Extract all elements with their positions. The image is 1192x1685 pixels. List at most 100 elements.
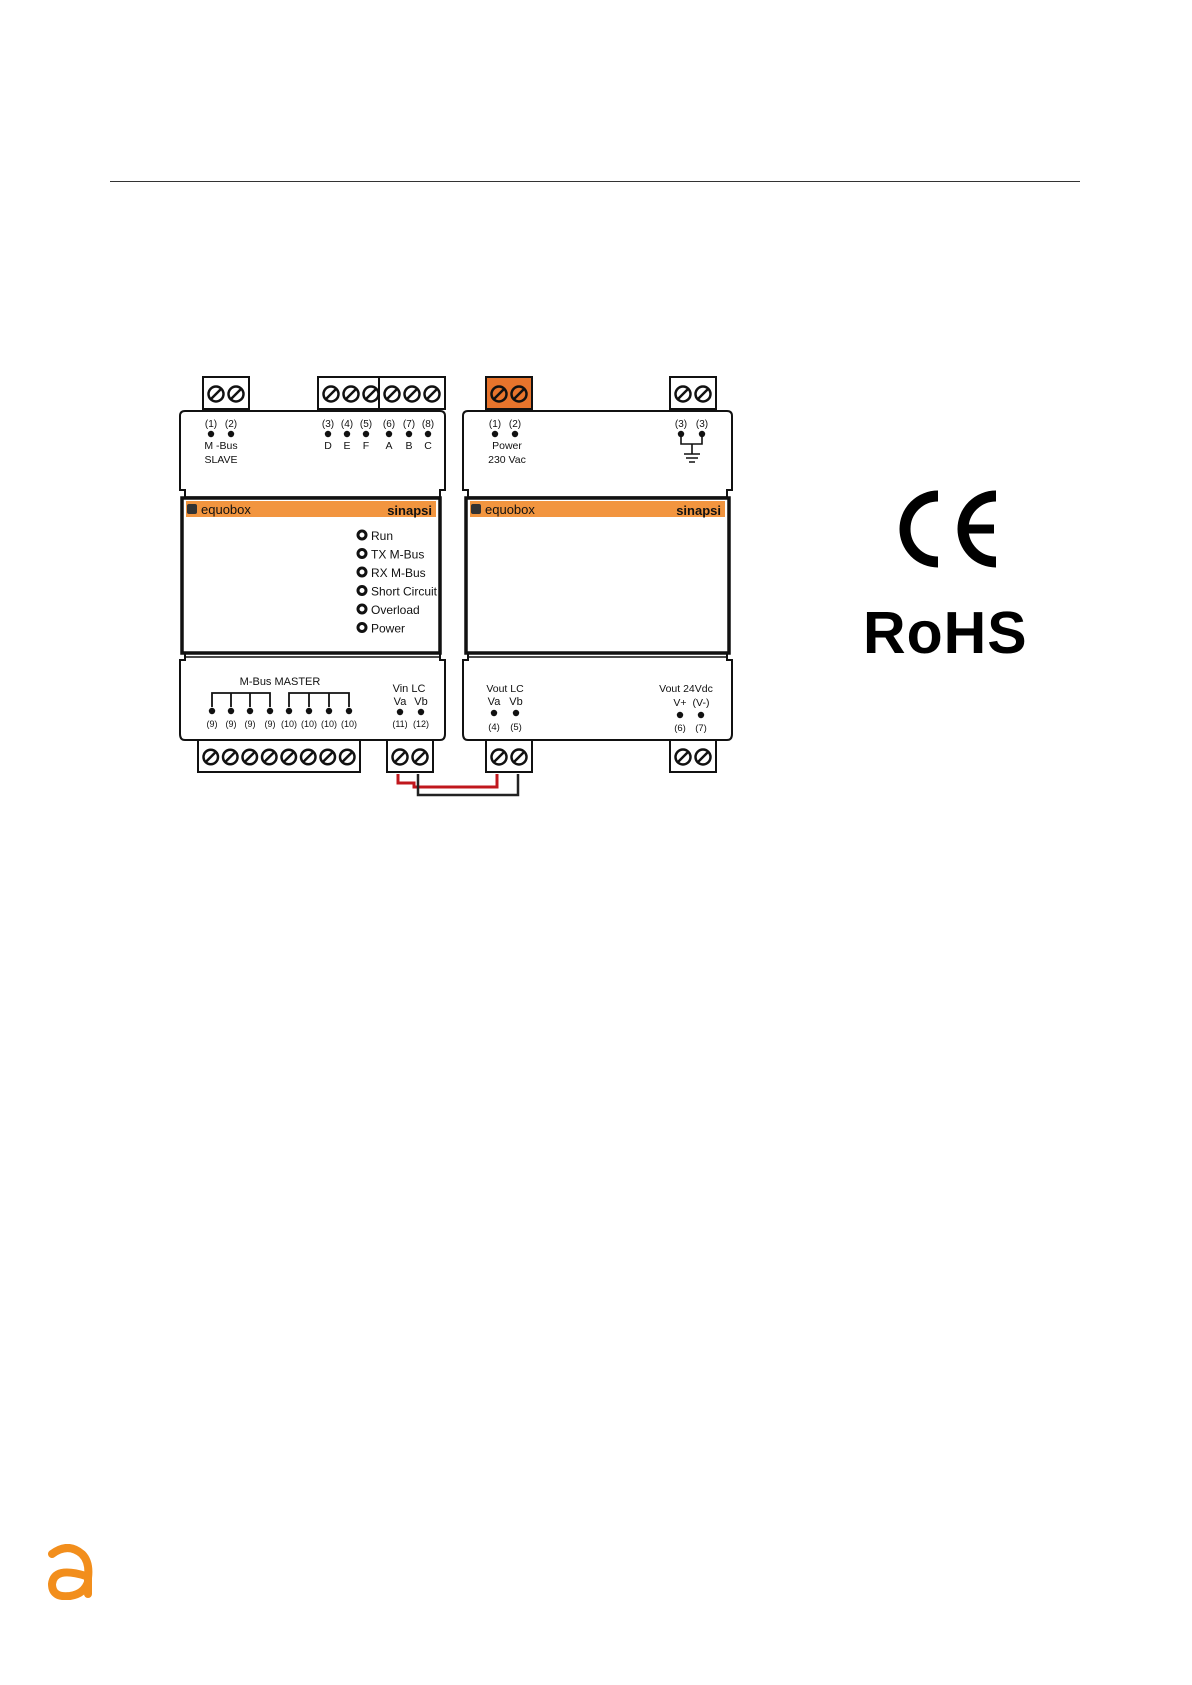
power-label: Power: [492, 440, 522, 452]
terminal-dot: [406, 431, 412, 437]
led-label: Run: [371, 529, 393, 543]
terminal-dot: [247, 708, 253, 714]
terminal-dot: [208, 431, 214, 437]
terminal-number: (10): [341, 719, 357, 729]
slave-label: M -Bus: [204, 440, 237, 452]
right-power-terminal-block-block: [486, 377, 532, 409]
left-vin-terminal-block: [387, 740, 433, 772]
right-ground-terminal-block: [670, 377, 716, 409]
led-label: Power: [371, 622, 405, 636]
footer-logo-icon: [44, 1544, 94, 1600]
right-ground-terminal-block-block: [670, 377, 716, 409]
terminal-dot: [386, 431, 392, 437]
ce-mark-symbol: CE: [898, 488, 1002, 570]
terminal-number: (9): [265, 719, 276, 729]
terminal-dot: [325, 431, 331, 437]
left-abc-terminal-block: [379, 377, 445, 409]
right-vout-lc-terminal-block: [486, 740, 532, 772]
terminal-number: (6): [383, 419, 395, 430]
left-front-panel-brand: equobox: [201, 502, 251, 517]
terminal-dot: [678, 431, 684, 437]
terminal-number: (9): [207, 719, 218, 729]
terminal-number: (5): [360, 419, 372, 430]
terminal-number: (10): [301, 719, 317, 729]
terminal-letter: Vb: [414, 696, 427, 708]
terminal-dot: [677, 712, 683, 718]
terminal-number: (7): [695, 723, 707, 734]
power-label-2: 230 Vac: [488, 454, 526, 466]
right-vout-dc-terminal-block: [670, 740, 716, 772]
led-label: Short Circuit: [371, 585, 438, 599]
terminal-number: (9): [245, 719, 256, 729]
left-master-terminal-block: [198, 740, 360, 772]
ce-mark: CE: [898, 488, 1002, 570]
terminal-dot: [492, 431, 498, 437]
terminal-number: (10): [281, 719, 297, 729]
terminal-letter: F: [363, 440, 369, 452]
black-wire: [418, 774, 518, 795]
right-power-terminal-block: [486, 377, 532, 409]
terminal-dot: [344, 431, 350, 437]
terminal-number: (5): [510, 722, 522, 733]
terminal-dot: [346, 708, 352, 714]
left-slave-terminal-block-block: [203, 377, 249, 409]
terminal-letter: Va: [394, 696, 408, 708]
terminal-number: (3): [322, 419, 334, 430]
terminal-dot: [209, 708, 215, 714]
terminal-dot: [698, 712, 704, 718]
terminal-number: (11): [392, 719, 407, 729]
vout-dc-label: Vout 24Vdc: [659, 683, 713, 695]
terminal-dot: [363, 431, 369, 437]
terminal-number: (3): [696, 419, 708, 430]
terminal-dot: [306, 708, 312, 714]
terminal-dot: [397, 709, 403, 715]
right-front-panel-maker: sinapsi: [676, 503, 721, 518]
terminal-letter: D: [324, 440, 332, 452]
left-slave-terminal-block: [203, 377, 249, 409]
terminal-number: (10): [321, 719, 337, 729]
terminal-number: (2): [509, 419, 521, 430]
rohs-mark: RoHS: [863, 604, 1028, 663]
terminal-number: (7): [403, 419, 415, 430]
left-front-panel-maker: sinapsi: [387, 503, 432, 518]
terminal-letter: A: [385, 440, 392, 452]
terminal-letter: B: [405, 440, 412, 452]
led-label: TX M-Bus: [371, 548, 424, 562]
vin-lc-label: Vin LC: [393, 683, 426, 695]
terminal-dot: [513, 710, 519, 716]
left-def-terminal-block: [318, 377, 384, 409]
terminal-dot: [286, 708, 292, 714]
terminal-number: (9): [226, 719, 237, 729]
slave-label-2: SLAVE: [204, 454, 237, 466]
mbus-master-label: M-Bus MASTER: [240, 676, 321, 688]
led-label: RX M-Bus: [371, 566, 426, 580]
terminal-number: (8): [422, 419, 434, 430]
terminal-number: (12): [413, 719, 429, 729]
terminal-number: (4): [341, 419, 353, 430]
right-vout-lc-terminal-block-block: [486, 740, 532, 772]
terminal-dot: [228, 431, 234, 437]
terminal-letter: E: [343, 440, 350, 452]
terminal-dot: [699, 431, 705, 437]
led-label: Overload: [371, 603, 420, 617]
red-wire: [398, 774, 497, 787]
terminal-letter: C: [424, 440, 432, 452]
terminal-dot: [267, 708, 273, 714]
terminal-letter: Vb: [509, 696, 522, 708]
terminal-number: (4): [488, 722, 500, 733]
terminal-number: (6): [674, 723, 686, 734]
terminal-letter: V+: [673, 697, 686, 709]
right-front-panel: [466, 498, 729, 653]
terminal-dot: [228, 708, 234, 714]
terminal-number: (1): [489, 419, 501, 430]
terminal-dot: [512, 431, 518, 437]
terminal-dot: [326, 708, 332, 714]
equobox-logo-icon: [471, 504, 481, 514]
terminal-dot: [425, 431, 431, 437]
terminal-dot: [491, 710, 497, 716]
equobox-logo-icon: [187, 504, 197, 514]
vout-lc-label: Vout LC: [486, 683, 524, 695]
terminal-dot: [418, 709, 424, 715]
right-vout-dc-terminal-block-block: [670, 740, 716, 772]
terminal-letter: Va: [488, 696, 502, 708]
